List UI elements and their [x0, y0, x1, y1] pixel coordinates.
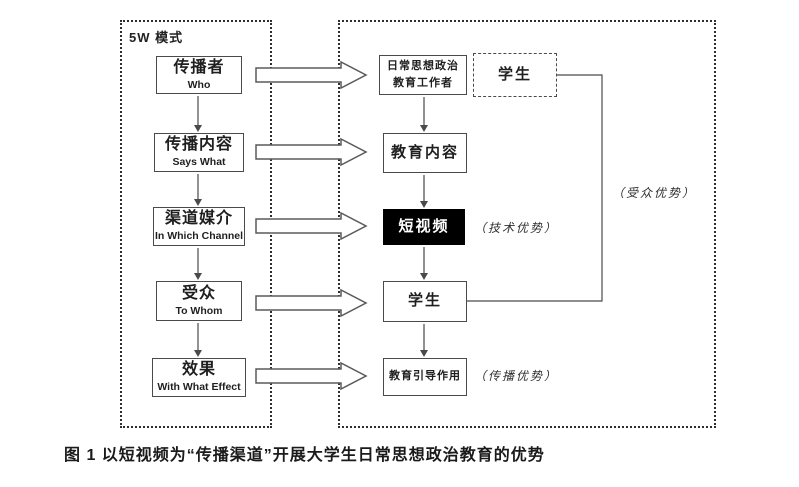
node-sublabel: To Whom [175, 304, 223, 317]
node-label: 学生 [497, 65, 532, 83]
node-sublabel: Says What [172, 156, 226, 169]
node-short-video: 短视频 [383, 209, 465, 245]
audience-advantage-annotation: （受众优势） [612, 186, 697, 200]
node-label: 受众 [181, 284, 216, 302]
node-label: 传播内容 [164, 136, 233, 154]
spread-advantage-annotation: （传播优势） [474, 369, 559, 383]
node-student: 学生 [383, 281, 467, 322]
node-effect: 效果 With What Effect [152, 358, 246, 397]
node-communicator: 传播者 Who [156, 56, 242, 94]
node-student-dashed: 学生 [473, 53, 557, 97]
node-label: 短视频 [398, 217, 450, 235]
node-label: 效果 [181, 361, 216, 379]
node-label: 学生 [407, 292, 442, 310]
node-sublabel: Who [187, 78, 211, 91]
node-label: 日常思想政治 [387, 59, 459, 72]
node-channel: 渠道媒介 In Which Channel [153, 207, 245, 246]
5w-model-label: 5W 模式 [129, 30, 184, 45]
node-educator: 日常思想政治 教育工作者 [379, 55, 467, 95]
tech-advantage-annotation: （技术优势） [474, 221, 559, 235]
node-label: 教育引导作用 [389, 370, 461, 383]
node-says-what: 传播内容 Says What [154, 133, 244, 172]
node-label: 教育工作者 [393, 77, 453, 89]
node-education-content: 教育内容 [383, 133, 467, 173]
node-label: 渠道媒介 [164, 210, 233, 228]
node-label: 传播者 [173, 58, 225, 76]
node-guidance: 教育引导作用 [383, 358, 467, 396]
node-audience: 受众 To Whom [156, 281, 242, 321]
node-sublabel: In Which Channel [154, 230, 244, 243]
figure-caption: 图 1 以短视频为“传播渠道”开展大学生日常思想政治教育的优势 [64, 447, 545, 464]
node-sublabel: With What Effect [157, 381, 241, 394]
node-label: 教育内容 [390, 143, 459, 161]
